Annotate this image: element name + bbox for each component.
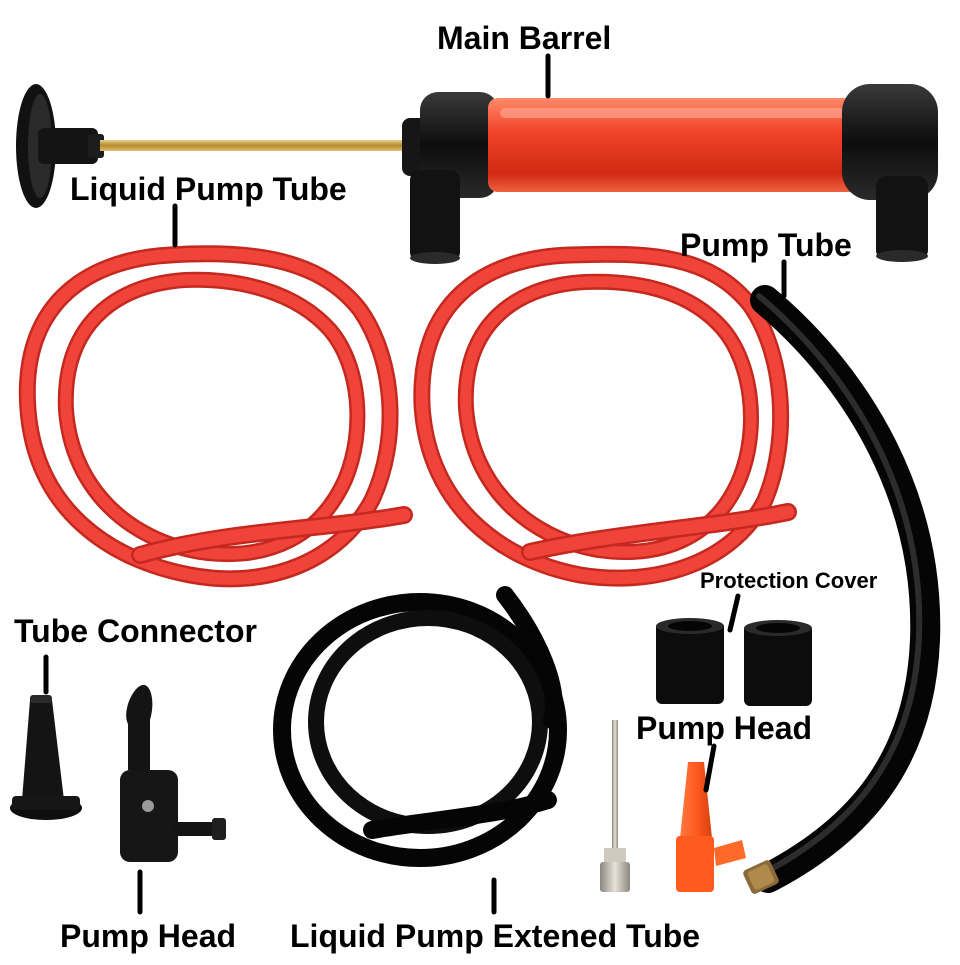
- pump-handle: [16, 84, 104, 208]
- pump-head-clamp: [120, 684, 226, 862]
- barrel-left-cap: [402, 92, 498, 264]
- leader-lines: [43, 53, 787, 915]
- label-pump-head-left: Pump Head: [60, 918, 237, 954]
- label-tube-connector: Tube Connector: [14, 613, 257, 649]
- liquid-pump-tube-coil-right: [413, 245, 797, 587]
- pump-tube-brass-end: [743, 860, 779, 894]
- label-pump-head-right: Pump Head: [636, 710, 813, 746]
- barrel-right-cap: [842, 84, 938, 262]
- pump-rod: [100, 140, 410, 151]
- label-liquid-pump-tube: Liquid Pump Tube: [70, 171, 347, 207]
- label-main-barrel: Main Barrel: [437, 20, 612, 56]
- label-extended-tube: Liquid Pump Extened Tube: [290, 918, 701, 954]
- pump-tube: [743, 285, 941, 894]
- liquid-pump-tube-coil-left: [18, 245, 413, 588]
- label-pump-tube: Pump Tube: [680, 227, 852, 263]
- inflation-needle: [600, 720, 630, 892]
- main-barrel: [488, 98, 860, 192]
- protection-covers: [656, 618, 812, 706]
- liquid-pump-extended-tube: [273, 586, 567, 867]
- orange-nozzle: [676, 762, 746, 892]
- label-protection-cover: Protection Cover: [700, 568, 878, 593]
- tube-connector: [10, 695, 82, 820]
- main-pump: [16, 84, 938, 264]
